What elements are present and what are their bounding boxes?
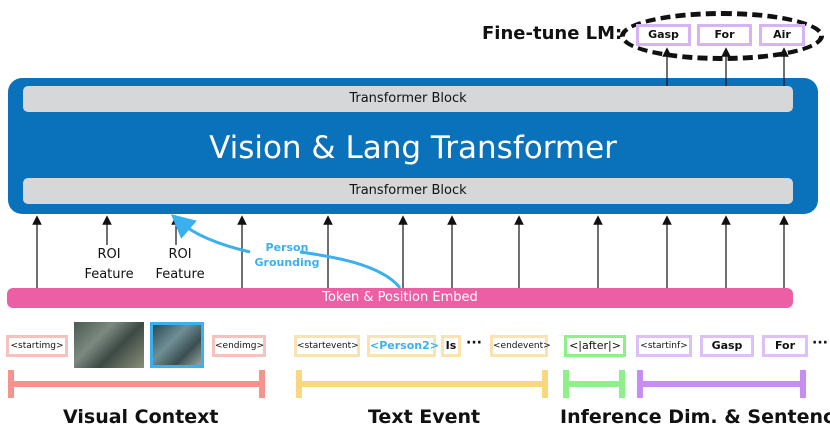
text-ellipsis: ··· — [466, 335, 482, 351]
token-after: <|after|> — [564, 335, 626, 357]
group-label-visual: Visual Context — [63, 406, 219, 428]
token-startevent: <startevent> — [294, 335, 360, 357]
token-person2: <Person2> — [367, 335, 439, 357]
group-label-text: Text Event — [368, 406, 481, 428]
token-endimg: <endimg> — [212, 335, 266, 357]
vision-lang-transformer: Transformer Block Transformer Block — [8, 78, 818, 214]
token-for: For — [762, 335, 808, 357]
token-startinf: <startinf> — [636, 335, 692, 357]
grounding-curve-lower — [299, 250, 402, 289]
token-endevent: <endevent> — [490, 335, 551, 357]
inference-ellipsis: ··· — [812, 335, 828, 351]
grounding-curve-upper — [170, 214, 251, 254]
finetune-ellipse — [620, 11, 824, 61]
group-label-inference: Inference Dim. & Sentence — [560, 406, 830, 428]
token-position-embed: Token & Position Embed — [7, 288, 793, 308]
roi-label-1a: ROI — [97, 247, 121, 262]
input-arrows — [32, 215, 789, 288]
transformer-block-bottom: Transformer Block — [23, 178, 793, 204]
roi-feature-2: ROI Feature — [150, 245, 210, 285]
roi-label-2a: ROI — [168, 247, 192, 262]
image-frame-1 — [74, 322, 144, 368]
roi-feature-1: ROI Feature — [79, 245, 139, 285]
after-group-bar — [563, 370, 625, 398]
inference-group-bar — [637, 370, 806, 398]
roi-label-2b: Feature — [155, 267, 205, 282]
visual-group-bar — [8, 370, 265, 398]
image-frame-2-grounded — [150, 322, 204, 368]
token-is: Is — [441, 335, 461, 357]
token-startimg: <startimg> — [6, 335, 68, 357]
finetune-label: Fine-tune LM: — [482, 23, 623, 44]
roi-label-1b: Feature — [84, 267, 134, 282]
text-group-bar — [296, 370, 548, 398]
person-grounding-line2: Grounding — [254, 256, 320, 269]
output-token-air: Air — [759, 24, 805, 46]
transformer-block-top: Transformer Block — [23, 86, 793, 112]
person-grounding-line1: Person — [265, 241, 309, 254]
token-gasp: Gasp — [700, 335, 754, 357]
transformer-title: Vision & Lang Transformer — [209, 130, 617, 166]
output-token-for: For — [697, 24, 752, 46]
output-arrows — [662, 47, 789, 86]
person-grounding-label: Person Grounding — [252, 240, 322, 270]
output-token-gasp: Gasp — [636, 24, 691, 46]
